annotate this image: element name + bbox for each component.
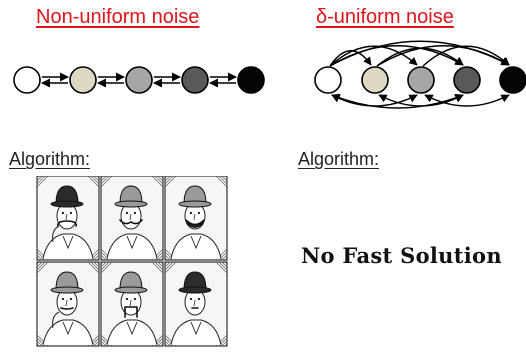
non-uniform-chain (13, 66, 265, 94)
state-circle-left (125, 66, 153, 94)
transition-arc-bottom (331, 93, 464, 109)
state-circle-right (361, 66, 389, 94)
portrait-tile (164, 261, 228, 347)
algorithm-label-right: Algorithm: (298, 149, 380, 169)
transition-arc-top (329, 45, 418, 67)
transition-arc-top (376, 47, 464, 67)
transition-arc-top (329, 50, 372, 67)
state-circle-left (13, 66, 41, 94)
transition-arc-top (329, 40, 510, 67)
non-uniform-noise-title: Non-uniform noise (36, 6, 200, 28)
portrait-tile (100, 176, 164, 261)
algorithm-label-left: Algorithm: (9, 149, 91, 169)
state-circle-right (453, 66, 481, 94)
portrait-grid-image (36, 176, 228, 347)
uniform-complete-graph (314, 40, 526, 109)
transition-arc-top (422, 45, 510, 67)
delta-uniform-noise-title: δ-uniform noise (316, 6, 454, 28)
state-circle-right (314, 66, 342, 94)
state-circle-left (237, 66, 265, 94)
transition-arc-top (376, 45, 510, 67)
state-circle-right (407, 66, 435, 94)
portrait-tile (36, 176, 100, 261)
portrait-tile (100, 261, 164, 347)
portrait-tile (164, 176, 228, 261)
state-circle-left (181, 66, 209, 94)
state-circle-left (69, 66, 97, 94)
portrait-tile (36, 261, 100, 347)
no-fast-solution-text: No Fast Solution (301, 243, 502, 268)
state-circle-right (499, 66, 526, 94)
